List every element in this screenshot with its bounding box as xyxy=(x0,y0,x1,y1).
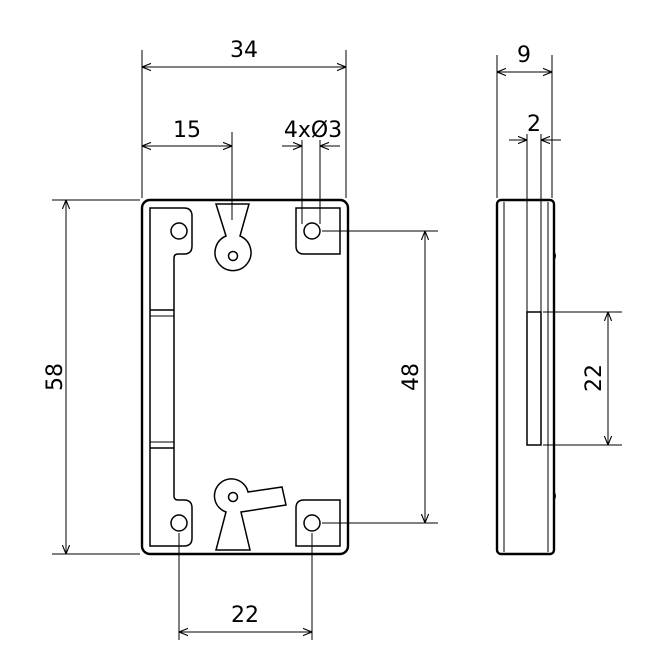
side-dimensions: 9 2 22 xyxy=(496,43,622,446)
front-inner-contour xyxy=(149,207,193,547)
dim-left-offset: 15 xyxy=(173,118,201,143)
mount-hole-bottom-right xyxy=(303,514,321,532)
dim-side-depth: 9 xyxy=(517,43,531,68)
dim-side-step: 2 xyxy=(527,112,541,137)
keyhole-bottom xyxy=(213,478,287,551)
pocket-bottom-right xyxy=(295,499,341,547)
dim-hole-callout: 4xØ3 xyxy=(284,118,342,143)
dim-side-slot-height: 22 xyxy=(582,364,607,392)
mount-hole-bottom-left xyxy=(170,514,188,532)
dim-hole-spacing-horizontal: 22 xyxy=(231,603,259,628)
front-dimensions: 34 15 4xØ3 58 48 22 xyxy=(43,38,438,640)
mount-hole-top-right xyxy=(303,222,321,240)
side-view xyxy=(495,198,556,556)
dim-front-height: 58 xyxy=(43,363,68,391)
front-view xyxy=(140,198,350,556)
side-slot xyxy=(526,311,542,446)
mount-hole-top-left xyxy=(170,222,188,240)
dim-hole-spacing-vertical: 48 xyxy=(399,363,424,391)
pocket-top-right xyxy=(295,207,341,255)
front-body-outline xyxy=(140,198,350,556)
dim-front-width: 34 xyxy=(230,38,258,63)
keyhole-top xyxy=(214,203,252,272)
side-body-outline xyxy=(495,198,556,556)
